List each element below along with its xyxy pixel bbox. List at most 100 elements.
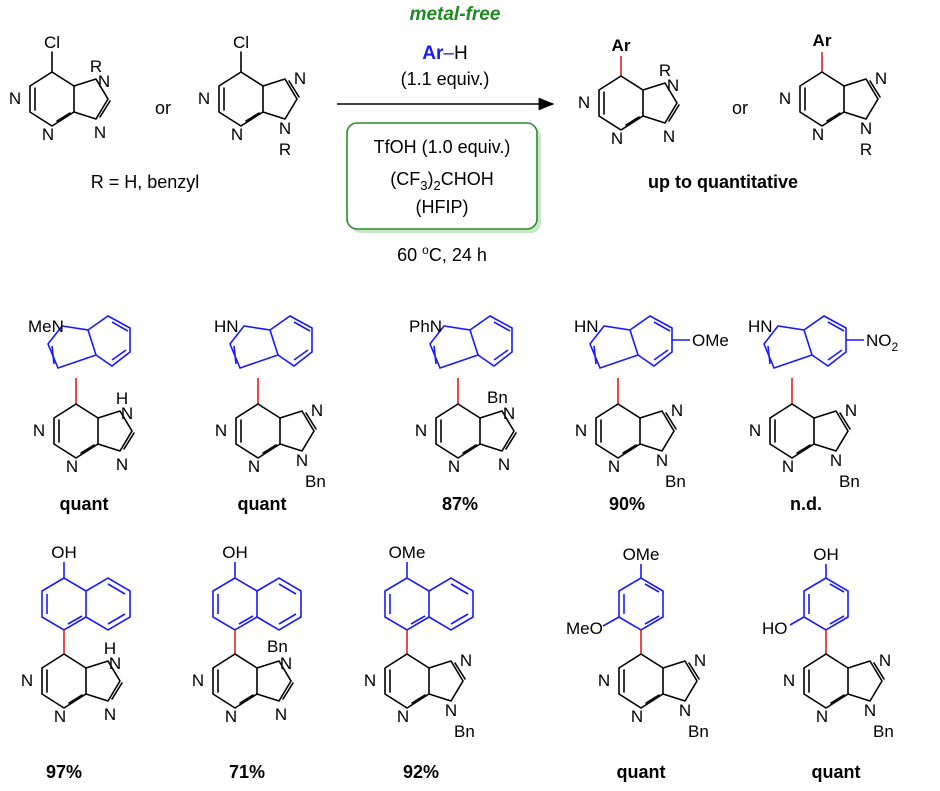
yield-1-4: 90% bbox=[609, 494, 645, 514]
starting-material-9-substituted: Cl N N N N R bbox=[198, 33, 306, 159]
n-label: N bbox=[121, 404, 133, 423]
n-label: N bbox=[104, 705, 116, 724]
hydroxy-label: HO bbox=[762, 619, 788, 638]
reagent-arh: Ar–H bbox=[422, 43, 467, 64]
n-label: N bbox=[498, 455, 510, 474]
solvent-formula: (CF3)2CHOH bbox=[390, 169, 493, 193]
yield-2-3: 92% bbox=[403, 762, 439, 782]
n9-label: N bbox=[94, 123, 106, 142]
product-7-substituted: Ar N N N R N bbox=[578, 36, 680, 148]
n9-label: N bbox=[279, 119, 291, 138]
yield-2-5: quant bbox=[812, 762, 861, 782]
n7-label: N bbox=[294, 69, 306, 88]
r-substituent-label: R bbox=[860, 140, 872, 159]
n-label: N bbox=[830, 451, 842, 470]
r-substituent-label: R bbox=[90, 57, 102, 76]
n-label: N bbox=[782, 457, 794, 476]
n-label: N bbox=[192, 671, 204, 690]
benzyl-label: Bn bbox=[873, 722, 894, 741]
n-label: N bbox=[275, 705, 287, 724]
n-label: N bbox=[460, 651, 472, 670]
r-substituent-label: R bbox=[279, 140, 291, 159]
n1-label: N bbox=[9, 89, 21, 108]
n1-label: N bbox=[198, 89, 210, 108]
n-label: N bbox=[66, 457, 78, 476]
product-9-substituted: Ar N N N N R bbox=[779, 31, 887, 159]
starting-material-7-substituted: Cl N N N R N bbox=[9, 33, 111, 144]
compound-1-1: MeN N N N H N bbox=[28, 315, 135, 476]
yield-2-4: quant bbox=[617, 762, 666, 782]
n-label: N bbox=[54, 707, 66, 726]
compound-2-4: OMe MeO N N N N Bn bbox=[566, 545, 709, 741]
compound-1-2: HN N N N N Bn bbox=[214, 315, 326, 491]
nh-label: HN bbox=[214, 317, 239, 336]
chlorine-label: Cl bbox=[44, 33, 60, 52]
n-label: N bbox=[864, 701, 876, 720]
n-label: N bbox=[33, 421, 45, 440]
n-label: N bbox=[116, 455, 128, 474]
acid-reagent: TfOH (1.0 equiv.) bbox=[374, 137, 511, 157]
n-label: N bbox=[415, 421, 427, 440]
n1-label: N bbox=[578, 93, 590, 112]
hydroxy-label: OH bbox=[222, 543, 248, 562]
nitro-label: NO2 bbox=[866, 331, 899, 354]
chlorine-label: Cl bbox=[233, 33, 249, 52]
n-label: N bbox=[448, 457, 460, 476]
n-label: N bbox=[311, 401, 323, 420]
n9-label: N bbox=[663, 127, 675, 146]
yield-1-5: n.d. bbox=[790, 494, 822, 514]
n-label: N bbox=[816, 707, 828, 726]
n-label: N bbox=[364, 671, 376, 690]
n3-label: N bbox=[42, 125, 54, 144]
aryl-label: Ar bbox=[813, 31, 832, 50]
yield-summary: up to quantitative bbox=[648, 172, 798, 192]
n-label: N bbox=[445, 701, 457, 720]
methoxy-label: OMe bbox=[389, 543, 426, 562]
methoxy-label: OMe bbox=[692, 331, 729, 350]
n7-label: N bbox=[98, 72, 110, 91]
aryl-label: Ar bbox=[612, 36, 631, 55]
yield-1-2: quant bbox=[238, 494, 287, 514]
nh-label: HN bbox=[748, 317, 773, 336]
compound-2-2: OH N N N Bn N bbox=[192, 543, 302, 726]
n-label: N bbox=[656, 451, 668, 470]
reagent-equiv: (1.1 equiv.) bbox=[401, 69, 490, 89]
r-definition: R = H, benzyl bbox=[91, 172, 200, 192]
n-label: N bbox=[109, 654, 121, 673]
yield-1-1: quant bbox=[60, 494, 109, 514]
n-label: N bbox=[879, 651, 891, 670]
n-label: N bbox=[503, 404, 515, 423]
yield-2-2: 71% bbox=[229, 762, 265, 782]
hydroxy-label: OH bbox=[51, 543, 77, 562]
benzyl-label: Bn bbox=[839, 472, 860, 491]
n-label: N bbox=[397, 707, 409, 726]
compound-2-3: OMe N N N N Bn bbox=[364, 543, 475, 741]
n-label: N bbox=[225, 707, 237, 726]
hydroxy-label: OH bbox=[813, 545, 839, 564]
benzyl-label: Bn bbox=[665, 472, 686, 491]
benzyl-label: Bn bbox=[487, 388, 508, 407]
compound-1-3: PhN N N N Bn N bbox=[409, 315, 517, 476]
solvent-abbrev: (HFIP) bbox=[416, 197, 469, 217]
n-label: N bbox=[280, 654, 292, 673]
n9-label: N bbox=[860, 119, 872, 138]
n7-label: N bbox=[875, 69, 887, 88]
n-label: N bbox=[608, 457, 620, 476]
conditions-box bbox=[346, 122, 538, 230]
benzyl-label: Bn bbox=[454, 722, 475, 741]
n-label: N bbox=[296, 451, 308, 470]
methoxy-label: OMe bbox=[623, 545, 660, 564]
n-label: N bbox=[598, 671, 610, 690]
n-label: N bbox=[783, 671, 795, 690]
nh-label: HN bbox=[574, 317, 599, 336]
n-label: N bbox=[248, 457, 260, 476]
n7-label: N bbox=[667, 76, 679, 95]
compound-1-5: HN NO2 N N N N Bn bbox=[748, 315, 899, 491]
h-label: H bbox=[116, 389, 128, 408]
benzyl-label: Bn bbox=[267, 637, 288, 656]
temperature-time: 60 oC, 24 h bbox=[397, 243, 487, 265]
metal-free-label: metal-free bbox=[410, 4, 501, 25]
nph-label: PhN bbox=[409, 317, 442, 336]
n-label: N bbox=[575, 421, 587, 440]
